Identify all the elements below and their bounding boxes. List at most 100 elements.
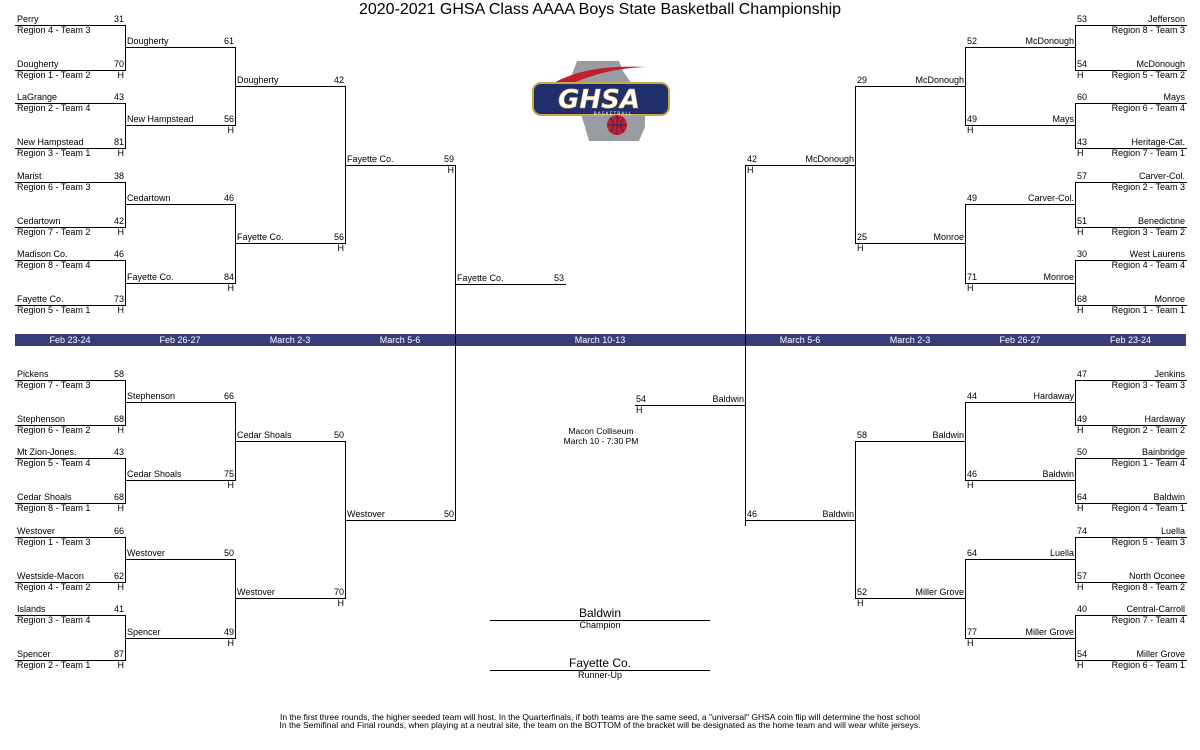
host-marker: H bbox=[1077, 582, 1084, 592]
seed-label: Region 6 - Team 4 bbox=[1111, 103, 1185, 113]
slot-line bbox=[965, 402, 1076, 403]
slot-line bbox=[15, 537, 126, 538]
team-slot-r1-score: 87 bbox=[113, 649, 124, 659]
host-marker: H bbox=[117, 70, 125, 80]
slot-line bbox=[1075, 537, 1187, 538]
bracket-connector bbox=[125, 380, 126, 426]
team-slot-r1-name: Mays bbox=[1163, 92, 1185, 102]
team-slot-r1-name: LaGrange bbox=[17, 92, 58, 102]
slot-line bbox=[745, 520, 856, 521]
runner-up-label: Runner-Up bbox=[577, 670, 623, 680]
team-slot-r1-name: Central-Carroll bbox=[1126, 604, 1185, 614]
team-slot-r2-score: 46 bbox=[223, 193, 234, 203]
team-slot-r2-name: Cedar Shoals bbox=[127, 469, 182, 479]
team-slot-r4-score: 42 bbox=[747, 154, 758, 164]
team-slot-r1-score: 38 bbox=[113, 171, 124, 181]
seed-label: Region 6 - Team 2 bbox=[17, 425, 91, 435]
slot-line bbox=[15, 305, 126, 306]
bracket-connector bbox=[1075, 103, 1076, 149]
team-slot-r1-name: Jenkins bbox=[1154, 369, 1185, 379]
slot-line bbox=[15, 182, 126, 183]
bracket-connector bbox=[1075, 380, 1076, 426]
team-slot-r1-name: Madison Co. bbox=[17, 249, 68, 259]
team-slot-r2-score: 77 bbox=[967, 627, 978, 637]
seed-label: Region 5 - Team 2 bbox=[1111, 70, 1185, 80]
team-slot-r1-score: 54 bbox=[1077, 59, 1088, 69]
team-slot-r2-name: Fayette Co. bbox=[127, 272, 174, 282]
host-marker: H bbox=[337, 598, 345, 608]
team-slot-r2-name: Luella bbox=[1049, 548, 1074, 558]
team-slot-r1-name: Heritage-Cat. bbox=[1131, 137, 1185, 147]
team-slot-r1-name: Mt Zion-Jones. bbox=[17, 447, 77, 457]
slot-line bbox=[1075, 103, 1187, 104]
seed-label: Region 5 - Team 4 bbox=[17, 458, 91, 468]
team-slot-r3-name: Baldwin bbox=[932, 430, 964, 440]
slot-line bbox=[15, 260, 126, 261]
team-slot-r2-score: 64 bbox=[967, 548, 978, 558]
team-slot-r1-name: Bainbridge bbox=[1141, 447, 1185, 457]
logo-plate bbox=[532, 82, 670, 116]
host-marker: H bbox=[1077, 305, 1084, 315]
seed-label: Region 3 - Team 4 bbox=[17, 615, 91, 625]
footnote: In the Semifinal and Final rounds, when … bbox=[279, 720, 921, 730]
team-slot-r4-score: 59 bbox=[443, 154, 454, 164]
final-slot-line bbox=[635, 405, 746, 406]
team-slot-r1-name: Monroe bbox=[1154, 294, 1185, 304]
slot-line bbox=[1075, 582, 1187, 583]
seed-label: Region 2 - Team 1 bbox=[17, 660, 91, 670]
host-marker: H bbox=[967, 283, 974, 293]
team-slot-r1-score: 43 bbox=[1077, 137, 1088, 147]
team-slot-r1-name: Cedar Shoals bbox=[17, 492, 72, 502]
bracket-connector bbox=[1075, 182, 1076, 228]
slot-line bbox=[15, 70, 126, 71]
runner-up-name: Fayette Co. bbox=[568, 656, 632, 670]
slot-line bbox=[235, 441, 346, 442]
slot-line bbox=[235, 243, 346, 244]
team-slot-r2-name: Monroe bbox=[1043, 272, 1074, 282]
slot-line bbox=[1075, 458, 1187, 459]
seed-label: Region 6 - Team 3 bbox=[17, 182, 91, 192]
bracket-connector bbox=[125, 25, 126, 71]
team-slot-r1-score: 68 bbox=[113, 492, 124, 502]
seed-label: Region 8 - Team 3 bbox=[1111, 25, 1185, 35]
bracket-connector bbox=[235, 204, 236, 284]
team-slot-r1-score: 58 bbox=[113, 369, 124, 379]
slot-line bbox=[1075, 182, 1187, 183]
host-marker: H bbox=[117, 227, 125, 237]
slot-line bbox=[1075, 70, 1187, 71]
team-slot-r3-name: Cedar Shoals bbox=[237, 430, 292, 440]
team-slot-r3-name: Miller Grove bbox=[915, 587, 964, 597]
team-slot-r1-name: Pickens bbox=[17, 369, 49, 379]
team-slot-r2-name: Stephenson bbox=[127, 391, 176, 401]
team-slot-r1-score: 57 bbox=[1077, 571, 1088, 581]
team-slot-r1-score: 30 bbox=[1077, 249, 1088, 259]
team-slot-r1-name: Baldwin bbox=[1153, 492, 1185, 502]
round-label: Feb 26-27 bbox=[159, 335, 201, 345]
team-slot-r1-name: North Oconee bbox=[1128, 571, 1185, 581]
bracket-connector bbox=[1075, 537, 1076, 583]
team-slot-r1-name: Benedictine bbox=[1137, 216, 1185, 226]
round-label: March 5-6 bbox=[379, 335, 421, 345]
round-label: March 10-13 bbox=[574, 335, 626, 345]
team-slot-r4-name: McDonough bbox=[805, 154, 854, 164]
team-slot-r1-score: 46 bbox=[113, 249, 124, 259]
team-slot-r3-score: 56 bbox=[333, 232, 344, 242]
final-left-score: 53 bbox=[553, 273, 564, 283]
slot-line bbox=[855, 598, 966, 599]
round-label: Feb 26-27 bbox=[999, 335, 1041, 345]
seed-label: Region 4 - Team 2 bbox=[17, 582, 91, 592]
bracket-connector bbox=[125, 103, 126, 149]
slot-line bbox=[125, 402, 236, 403]
team-slot-r3-score: 70 bbox=[333, 587, 344, 597]
bracket-connector bbox=[1075, 25, 1076, 71]
team-slot-r1-score: 53 bbox=[1077, 14, 1088, 24]
bracket-connector bbox=[965, 559, 966, 639]
runner-up-line bbox=[490, 670, 710, 671]
final-left-name: Fayette Co. bbox=[457, 273, 504, 283]
bracket-connector bbox=[125, 182, 126, 228]
team-slot-r3-score: 25 bbox=[857, 232, 868, 242]
team-slot-r3-score: 42 bbox=[333, 75, 344, 85]
seed-label: Region 8 - Team 4 bbox=[17, 260, 91, 270]
team-slot-r1-score: 47 bbox=[1077, 369, 1088, 379]
